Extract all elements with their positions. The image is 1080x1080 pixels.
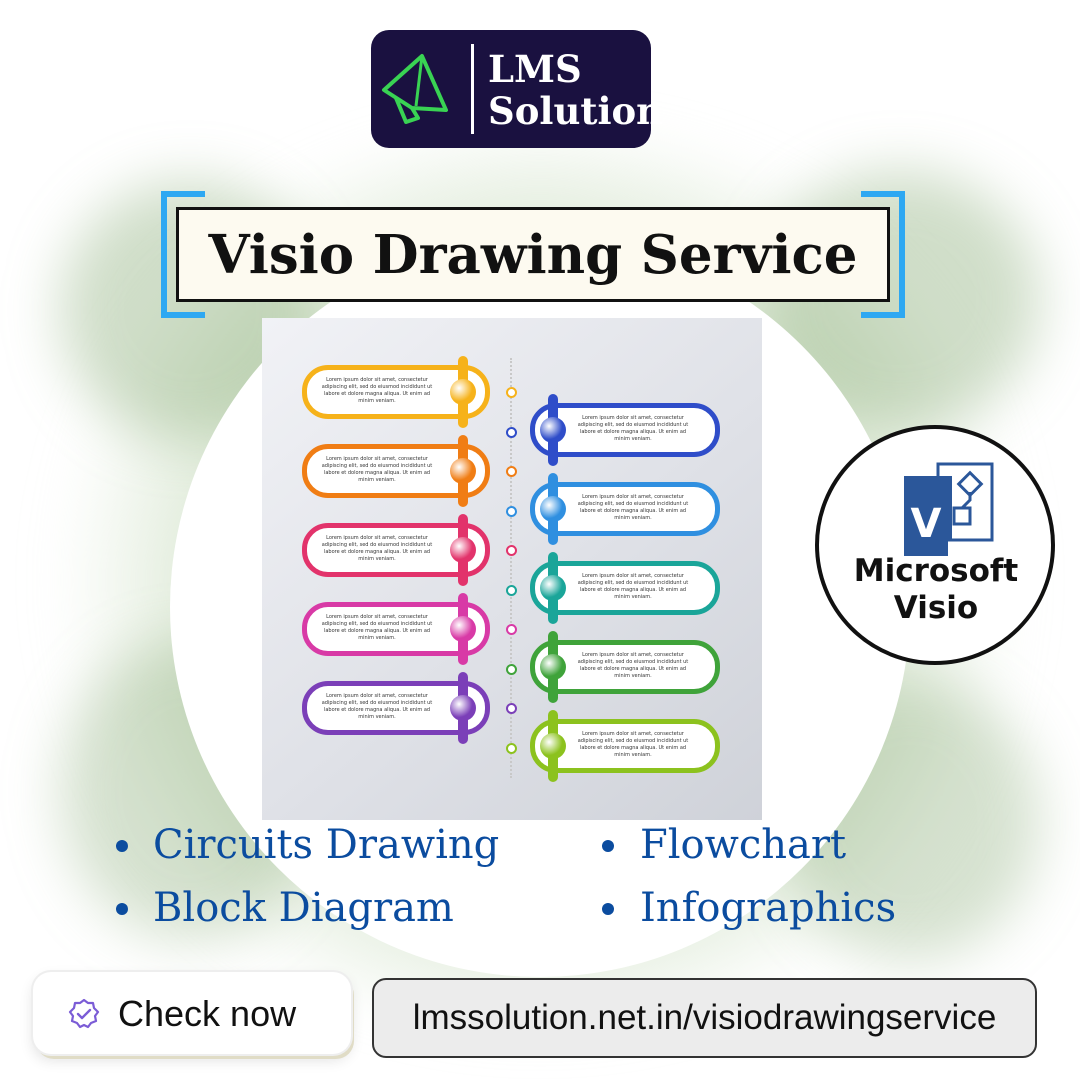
right-card-text: Lorem ipsum dolor sit amet, consectetur … <box>577 731 689 758</box>
timeline-dot <box>506 387 517 398</box>
timeline-dot <box>506 506 517 517</box>
visio-label: Microsoft Visio <box>820 553 1052 627</box>
service-block-diagram: Block Diagram <box>153 885 454 931</box>
url-box[interactable] <box>372 978 1037 1058</box>
timeline-dot <box>506 624 517 635</box>
left-card-icon <box>450 379 476 405</box>
megaphone-logo-icon <box>382 54 448 124</box>
right-card-icon <box>540 575 566 601</box>
timeline-dot <box>506 664 517 675</box>
verified-badge-icon <box>68 998 100 1029</box>
right-card-icon <box>540 496 566 522</box>
brand-line2: Solution <box>488 89 664 133</box>
timeline-dot <box>506 703 517 714</box>
bullet-dot <box>602 903 614 915</box>
left-card-icon <box>450 695 476 721</box>
website-url[interactable]: lmssolution.net.in/visiodrawingservice <box>412 998 997 1037</box>
left-card-text: Lorem ipsum dolor sit amet, consectetur … <box>321 693 433 720</box>
timeline-dot <box>506 466 517 477</box>
page-title: Visio Drawing Service <box>208 223 858 286</box>
left-card-text: Lorem ipsum dolor sit amet, consectetur … <box>321 377 433 404</box>
left-card-icon <box>450 537 476 563</box>
right-card-icon <box>540 417 566 443</box>
right-info-card <box>530 719 720 773</box>
right-info-card <box>530 640 720 694</box>
right-card-text: Lorem ipsum dolor sit amet, consectetur … <box>577 652 689 679</box>
visio-label-line2: Visio <box>893 590 979 626</box>
right-card-text: Lorem ipsum dolor sit amet, consectetur … <box>577 494 689 521</box>
timeline-dot <box>506 743 517 754</box>
check-now-label[interactable]: Check now <box>118 993 297 1034</box>
left-card-icon <box>450 458 476 484</box>
visio-letter: V <box>904 492 948 556</box>
right-card-icon <box>540 654 566 680</box>
left-card-text: Lorem ipsum dolor sit amet, consectetur … <box>321 614 433 641</box>
title-box <box>176 207 890 302</box>
logo-divider <box>471 44 474 134</box>
service-circuits-drawing: Circuits Drawing <box>153 822 500 868</box>
timeline-line <box>510 358 514 778</box>
left-card-text: Lorem ipsum dolor sit amet, consectetur … <box>321 535 433 562</box>
timeline-dot <box>506 585 517 596</box>
left-card-text: Lorem ipsum dolor sit amet, consectetur … <box>321 456 433 483</box>
timeline-dot <box>506 427 517 438</box>
bullet-dot <box>116 903 128 915</box>
right-card-icon <box>540 733 566 759</box>
service-infographics: Infographics <box>640 885 897 931</box>
service-flowchart: Flowchart <box>640 822 847 868</box>
brand-name: LMS Solution <box>488 48 663 132</box>
title-bracket-right <box>861 191 905 318</box>
brand-line1: LMS <box>488 47 582 91</box>
bullet-dot <box>602 840 614 852</box>
right-card-text: Lorem ipsum dolor sit amet, consectetur … <box>577 573 689 600</box>
bullet-dot <box>116 840 128 852</box>
left-card-icon <box>450 616 476 642</box>
right-card-text: Lorem ipsum dolor sit amet, consectetur … <box>577 415 689 442</box>
visio-label-line1: Microsoft <box>853 553 1019 589</box>
title-bracket-left <box>161 191 205 318</box>
timeline-dot <box>506 545 517 556</box>
microsoft-visio-badge <box>815 425 1055 665</box>
